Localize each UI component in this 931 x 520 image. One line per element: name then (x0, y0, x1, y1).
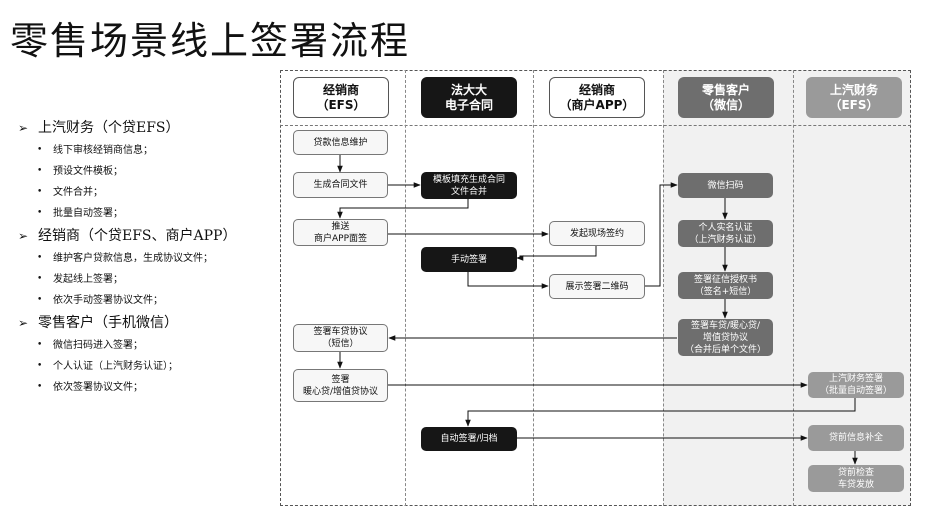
lane-header-fadada: 法大大电子合同 (421, 77, 517, 118)
section-heading-text: 零售客户（手机微信） (38, 315, 178, 331)
step-wechat-scan: 微信扫码 (678, 173, 773, 198)
step-auto-sign-archive: 自动签署/归档 (421, 427, 517, 451)
section-retail-customer: ➢ 零售客户（手机微信） 微信扫码进入签署； 个人认证（上汽财务认证）； 依次签署… (18, 313, 276, 398)
section-dealer: ➢ 经销商（个贷EFS、商户APP） 维护客户贷款信息，生成协议文件； 发起线上签… (18, 226, 276, 311)
page-title: 零售场景线上签署流程 (10, 19, 411, 63)
section-heading: ➢ 经销商（个贷EFS、商户APP） (18, 226, 276, 246)
lane-divider (405, 70, 406, 506)
section-heading-text: 经销商（个贷EFS、商户APP） (38, 228, 237, 244)
list-item: 线下审核经销商信息； (18, 140, 276, 161)
step-sign-agreements: 签署车贷/暖心贷/增值贷协议（合并后单个文件） (678, 319, 773, 356)
list-item: 依次手动签署协议文件； (18, 290, 276, 311)
arrow-bullet-icon: ➢ (18, 121, 29, 135)
section-heading: ➢ 零售客户（手机微信） (18, 313, 276, 333)
step-saic-batch-sign: 上汽财务签署（批量自动签署） (808, 372, 904, 398)
step-push-app-sign: 推送商户APP面签 (293, 219, 388, 246)
lane-header-divider (280, 125, 911, 126)
lane-divider (663, 70, 664, 506)
lane-header-dealer-efs: 经销商（EFS） (293, 77, 389, 118)
list-item: 维护客户贷款信息，生成协议文件； (18, 248, 276, 269)
list-item: 预设文件模板； (18, 161, 276, 182)
list-item: 个人认证（上汽财务认证）； (18, 356, 276, 377)
step-realname-auth: 个人实名认证（上汽财务认证） (678, 220, 773, 247)
list-item: 批量自动签署； (18, 203, 276, 224)
lane-divider (793, 70, 794, 506)
section-heading: ➢ 上汽财务（个贷EFS） (18, 118, 276, 138)
step-credit-authorization: 签署征信授权书（签名+短信） (678, 272, 773, 299)
step-template-fill: 模板填充生成合同文件合并 (421, 172, 517, 199)
arrow-bullet-icon: ➢ (18, 229, 29, 243)
arrow-bullet-icon: ➢ (18, 316, 29, 330)
step-preloan-supplement: 贷前信息补全 (808, 425, 904, 451)
step-loan-info: 贷款信息维护 (293, 130, 388, 155)
step-show-qr-code: 展示签署二维码 (549, 274, 645, 299)
list-item: 依次签署协议文件； (18, 377, 276, 398)
step-sign-warm-loan: 签署暖心贷/增值贷协议 (293, 369, 388, 402)
step-start-onsite-sign: 发起现场签约 (549, 221, 645, 246)
swimlane-frame (280, 70, 911, 506)
step-sign-car-loan: 签署车贷协议（短信） (293, 324, 388, 352)
role-summary-list: ➢ 上汽财务（个贷EFS） 线下审核经销商信息； 预设文件模板； 文件合并； 批量… (18, 118, 276, 398)
lane-header-retail-customer: 零售客户（微信） (678, 77, 774, 118)
lane-header-saic-finance: 上汽财务（EFS） (806, 77, 902, 118)
lane-divider (533, 70, 534, 506)
step-manual-sign: 手动签署 (421, 247, 517, 272)
step-preloan-check-disburse: 贷前检查车贷发放 (808, 465, 904, 492)
list-item: 发起线上签署； (18, 269, 276, 290)
list-item: 文件合并； (18, 182, 276, 203)
section-heading-text: 上汽财务（个贷EFS） (38, 120, 180, 136)
lane-header-dealer-app: 经销商（商户APP） (549, 77, 645, 118)
step-generate-contract: 生成合同文件 (293, 172, 388, 198)
list-item: 微信扫码进入签署； (18, 335, 276, 356)
section-saic-finance: ➢ 上汽财务（个贷EFS） 线下审核经销商信息； 预设文件模板； 文件合并； 批量… (18, 118, 276, 224)
